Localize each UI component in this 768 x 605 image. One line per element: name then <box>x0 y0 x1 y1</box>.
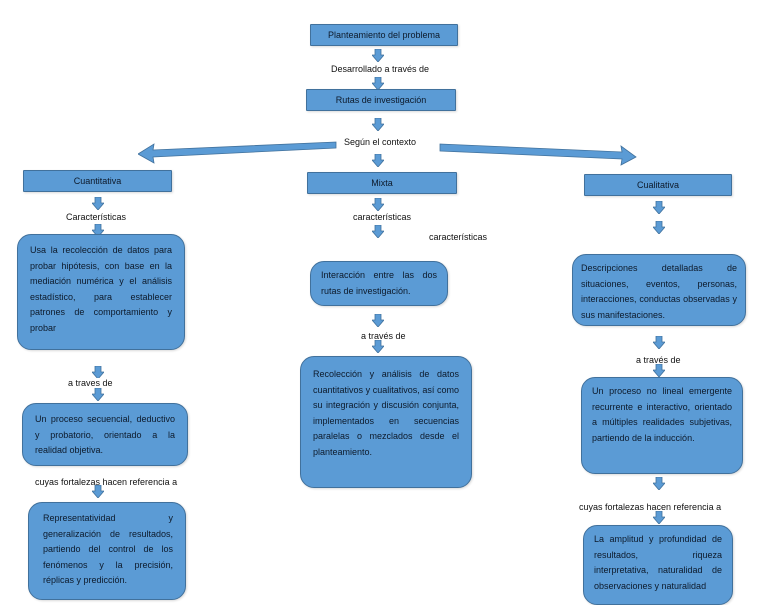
mixed-process-box: Recolección y análisis de datos cuantita… <box>300 356 472 488</box>
problem-label: Planteamiento del problema <box>327 30 441 40</box>
down-arrow-icon <box>92 224 104 237</box>
mixed-title: Mixta <box>371 178 393 188</box>
mixed-box: Mixta <box>307 172 457 194</box>
quantitative-characteristics-box: Usa la recolección de datos para probar … <box>17 234 185 350</box>
mixed-process-text: Recolección y análisis de datos cuantita… <box>313 369 459 457</box>
down-arrow-icon <box>92 197 104 210</box>
qualitative-strengths-box: La amplitud y profundidad de resultados,… <box>583 525 733 605</box>
down-arrow-icon <box>653 477 665 490</box>
routes-box: Rutas de investigación <box>306 89 456 111</box>
qualitative-box: Cualitativa <box>584 174 732 196</box>
down-arrow-icon <box>372 77 384 90</box>
right-branch-arrow-icon <box>439 143 637 166</box>
quantitative-characteristics-text: Usa la recolección de datos para probar … <box>30 245 172 333</box>
routes-label: Rutas de investigación <box>335 95 427 105</box>
down-arrow-icon <box>653 511 665 524</box>
down-arrow-icon <box>372 225 384 238</box>
context-label: Según el contexto <box>344 137 417 147</box>
quantitative-strengths-label: cuyas fortalezas hacen referencia a <box>35 477 178 487</box>
quantitative-process-text: Un proceso secuencial, deductivo y proba… <box>35 414 175 455</box>
down-arrow-icon <box>653 201 665 214</box>
quantitative-process-box: Un proceso secuencial, deductivo y proba… <box>22 403 188 466</box>
down-arrow-icon <box>92 366 104 379</box>
down-arrow-icon <box>653 221 665 234</box>
mixed-characteristics-text: Interacción entre las dos rutas de inves… <box>321 270 437 296</box>
qualitative-strengths-text: La amplitud y profundidad de resultados,… <box>594 534 722 591</box>
qualitative-characteristics-box: Descripciones detalladas de situaciones,… <box>572 254 746 326</box>
down-arrow-icon <box>92 485 104 498</box>
quantitative-via-label: a traves de <box>68 378 113 388</box>
quantitative-title: Cuantitativa <box>73 176 122 186</box>
problem-box: Planteamiento del problema <box>310 24 458 46</box>
mixed-characteristics-label: características <box>353 212 412 222</box>
quantitative-characteristics-label: Características <box>66 212 127 222</box>
left-branch-arrow-icon <box>138 141 337 164</box>
down-arrow-icon <box>372 314 384 327</box>
qualitative-title: Cualitativa <box>636 180 680 190</box>
quantitative-box: Cuantitativa <box>23 170 172 192</box>
qualitative-process-text: Un proceso no lineal emergente recurrent… <box>592 386 732 443</box>
qualitative-characteristics-text: Descripciones detalladas de situaciones,… <box>581 263 737 320</box>
down-arrow-icon <box>372 118 384 131</box>
link-label-developed: Desarrollado a través de <box>331 64 430 74</box>
down-arrow-icon <box>92 388 104 401</box>
down-arrow-icon <box>372 154 384 167</box>
qualitative-strengths-label: cuyas fortalezas hacen referencia a <box>579 502 722 512</box>
down-arrow-icon <box>372 198 384 211</box>
down-arrow-icon <box>653 364 665 377</box>
qualitative-via-label: a través de <box>636 355 681 365</box>
down-arrow-icon <box>372 49 384 62</box>
qualitative-process-box: Un proceso no lineal emergente recurrent… <box>581 377 743 474</box>
quantitative-strengths-box: Representatividad y generalización de re… <box>28 502 186 600</box>
down-arrow-icon <box>372 340 384 353</box>
quantitative-strengths-text: Representatividad y generalización de re… <box>43 513 173 585</box>
mixed-characteristics-box: Interacción entre las dos rutas de inves… <box>310 261 448 306</box>
down-arrow-icon <box>653 336 665 349</box>
mixed-characteristics-label-2: características <box>429 232 488 242</box>
mixed-via-label: a través de <box>361 331 406 341</box>
